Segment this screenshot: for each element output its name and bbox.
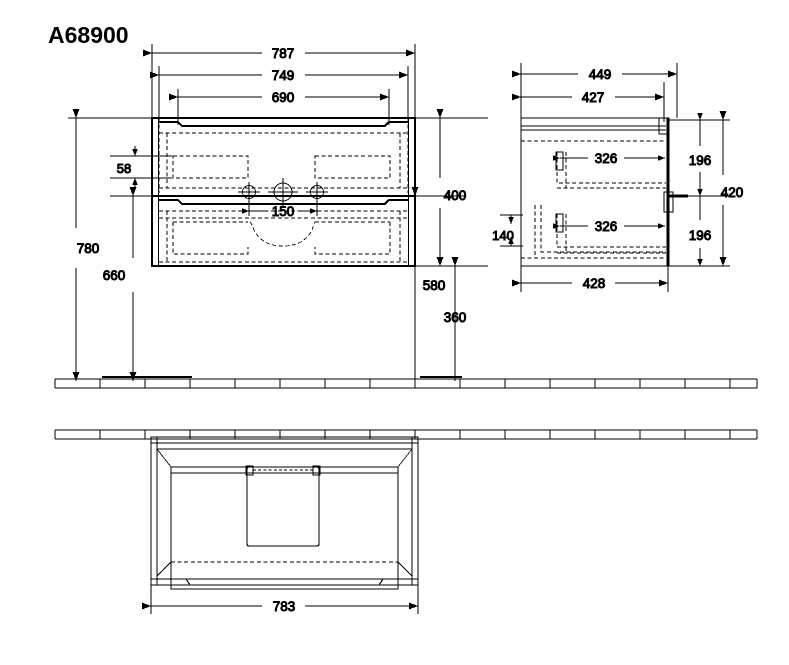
front-left-extension-lines: [68, 117, 152, 197]
dim-150: [242, 192, 318, 216]
side-lower-handle: [663, 191, 674, 213]
dim-58-label: 58: [117, 161, 131, 176]
dim-326-upper-label: 326: [595, 151, 618, 166]
dim-400-label: 400: [444, 188, 467, 203]
dim-196-lower-label: 196: [689, 228, 712, 243]
plan-notch-right: [312, 465, 321, 476]
dim-326-lower-label: 326: [595, 219, 618, 234]
plan-extension-lines: [150, 585, 419, 614]
side-140-extension-lines: [500, 214, 523, 247]
plan-notch-left: [245, 465, 254, 476]
side-top-extension-lines: [520, 63, 678, 122]
side-428-extension-lines: [520, 266, 669, 292]
dim-690-label: 690: [272, 90, 295, 105]
dim-780-label: 780: [77, 241, 100, 256]
front-lower-handle: [159, 198, 408, 206]
plan-siphon-cutout: [246, 466, 320, 547]
dim-787-label: 787: [272, 46, 295, 61]
dim-140-label: 140: [492, 228, 514, 243]
wall-line-lower: [54, 429, 758, 440]
side-right-extension-lines: [668, 119, 730, 267]
plan-top-panel: [170, 466, 399, 590]
front-siphon-cutout-hidden: [249, 221, 316, 247]
side-upper-drawer-hidden: [521, 140, 666, 189]
side-cabinet-outline: [520, 117, 670, 267]
dim-783-label: 783: [273, 599, 296, 614]
front-right-extension-lines: [415, 117, 488, 267]
page-title: A68900: [48, 22, 129, 48]
dim-428-label: 428: [583, 276, 606, 291]
front-lower-drawer-hidden: [159, 210, 408, 263]
side-upper-runner-block: [555, 151, 564, 171]
dim-360-label: 360: [444, 310, 467, 325]
plan-view-group: 783: [142, 436, 419, 615]
dim-449-label: 449: [589, 67, 612, 82]
dim-749-label: 749: [272, 68, 295, 83]
dim-660-label: 660: [103, 268, 126, 283]
plan-bracket-right: [373, 578, 384, 586]
front-upper-handle: [159, 120, 408, 128]
dim-150-label: 150: [272, 204, 295, 219]
wall-line-upper: [54, 375, 758, 389]
plan-bracket-left: [185, 578, 196, 586]
front-view-group: 787 749 690: [68, 44, 488, 381]
plan-cabinet-outline: [150, 436, 419, 586]
dim-420-label: 420: [721, 185, 744, 200]
plan-base-strip: [150, 578, 419, 586]
front-upper-drawer-hidden: [158, 118, 409, 193]
dim-196-upper-label: 196: [689, 153, 712, 168]
side-view-group: 449 427 326 326: [492, 63, 744, 292]
dim-427-label: 427: [582, 90, 605, 105]
dim-58: [110, 146, 172, 188]
side-lower-runner-block: [555, 213, 564, 233]
front-tap-holes: [238, 178, 328, 206]
dim-580-label: 580: [423, 278, 446, 293]
side-lower-drawer-hidden: [521, 205, 666, 259]
